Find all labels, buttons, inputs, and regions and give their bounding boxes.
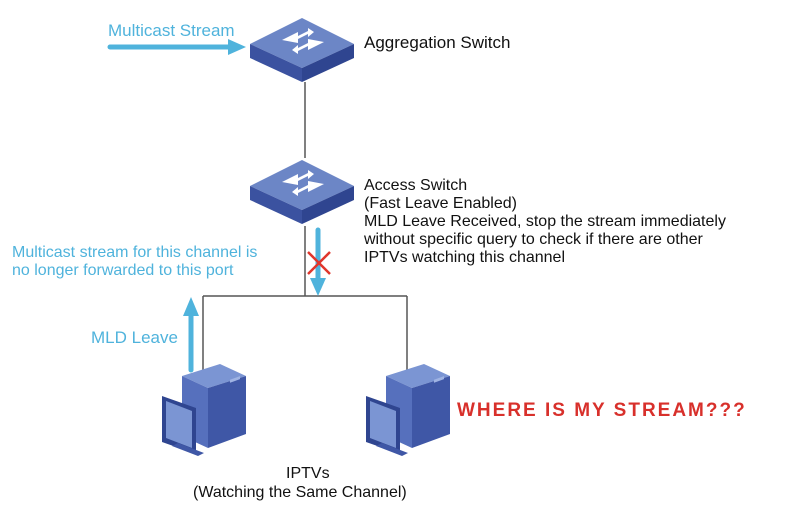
iptv-left-icon[interactable]: [158, 362, 250, 458]
mld-leave-received-text: MLD Leave Received, stop the stream imme…: [364, 213, 726, 230]
iptvs-label: IPTVs: [286, 465, 330, 482]
multicast-stream-arrow: [107, 39, 246, 55]
iptvs-watching-text: IPTVs watching this channel: [364, 249, 565, 266]
warning-text: WHERE IS MY STREAM???: [457, 400, 747, 421]
mld-leave-arrow: [183, 297, 199, 373]
access-switch-label: Access Switch: [364, 177, 468, 194]
fast-leave-label: (Fast Leave Enabled): [364, 195, 517, 212]
multicast-stream-label: Multicast Stream: [108, 21, 235, 40]
blocked-stream-arrow: [310, 227, 326, 296]
mld-leave-label: MLD Leave: [91, 328, 178, 347]
not-forwarded-text-line2: no longer forwarded to this port: [12, 262, 234, 279]
red-x-icon: [307, 251, 331, 275]
aggregation-switch-label: Aggregation Switch: [364, 33, 511, 52]
access-switch-icon[interactable]: [248, 152, 356, 226]
query-check-text: without specific query to check if there…: [364, 231, 703, 248]
iptv-right-icon[interactable]: [362, 362, 454, 458]
not-forwarded-text-line1: Multicast stream for this channel is: [12, 244, 258, 261]
same-channel-label: (Watching the Same Channel): [193, 484, 407, 501]
aggregation-switch-icon[interactable]: [248, 10, 356, 84]
